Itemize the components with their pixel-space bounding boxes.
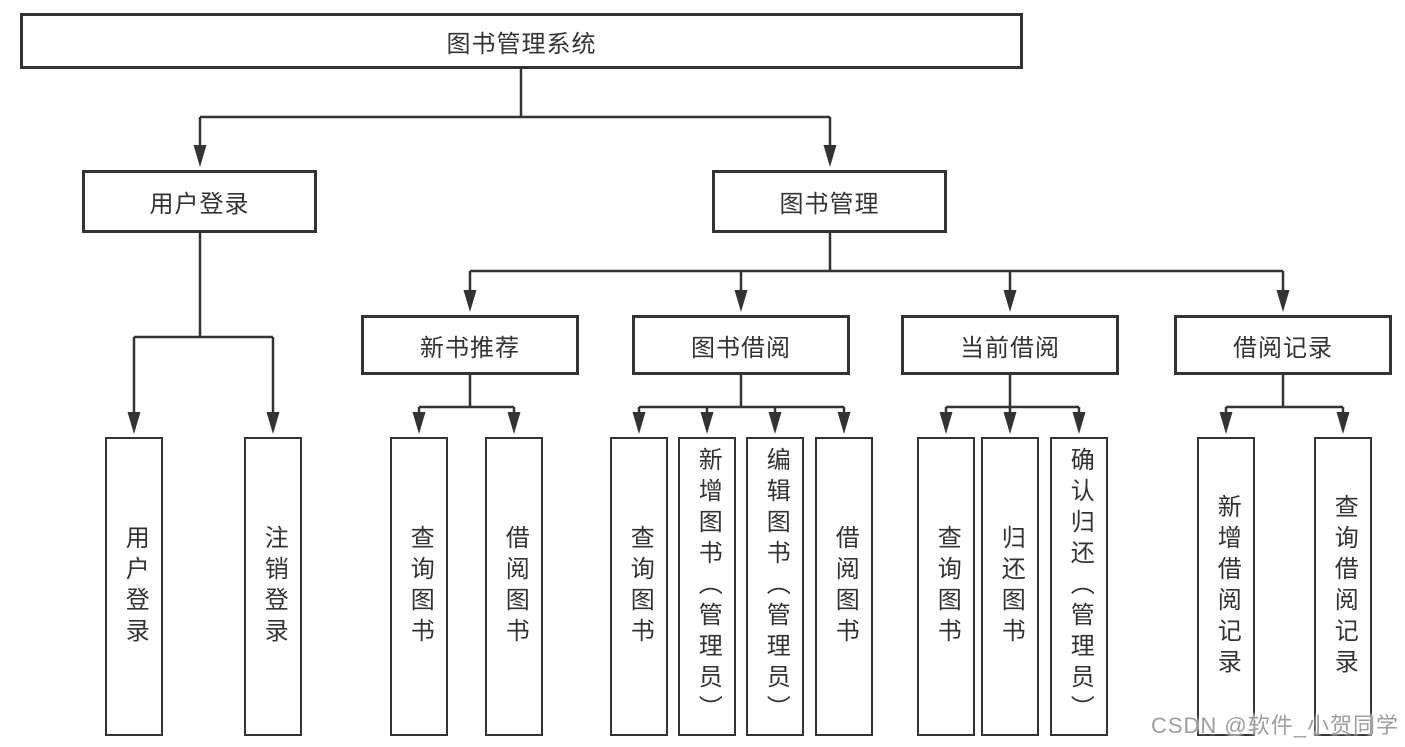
leaf-query-books-3-label: 查询图书	[933, 524, 961, 649]
node-user-login-label: 用户登录	[149, 191, 250, 218]
arrowhead-icon	[837, 412, 851, 434]
arrowhead-icon	[266, 412, 280, 434]
arrowhead-icon	[632, 412, 646, 434]
arrowhead-icon	[127, 412, 141, 434]
leaf-query-borrow-record: 查询借阅记录	[1314, 437, 1372, 736]
node-book-management-label: 图书管理	[779, 191, 880, 218]
leaf-add-borrow-record-label: 新增借阅记录	[1213, 493, 1241, 680]
leaf-edit-books-admin-label: 编辑图书（管理员）	[762, 447, 790, 726]
arrowhead-icon	[1003, 412, 1017, 434]
leaf-add-books-admin: 新增图书（管理员）	[678, 437, 736, 736]
arrowhead-icon	[1072, 412, 1086, 434]
leaf-borrow-books-2-label: 借阅图书	[831, 524, 859, 649]
arrowhead-icon	[463, 290, 477, 312]
arrowhead-icon	[1336, 412, 1350, 434]
watermark: CSDN @软件_小贺同学	[1150, 713, 1399, 738]
node-new-book-recommend: 新书推荐	[361, 315, 579, 375]
leaf-confirm-return-admin: 确认归还（管理员）	[1050, 437, 1108, 736]
node-root-label: 图书管理系统	[446, 30, 597, 58]
leaf-return-books-label: 归还图书	[997, 524, 1025, 649]
arrowhead-icon	[823, 145, 837, 167]
leaf-logout: 注销登录	[244, 437, 302, 736]
leaf-return-books: 归还图书	[981, 437, 1039, 736]
node-root: 图书管理系统	[20, 13, 1023, 69]
leaf-add-books-admin-label: 新增图书（管理员）	[694, 447, 722, 726]
leaf-query-books-3: 查询图书	[917, 437, 975, 736]
node-current-borrow: 当前借阅	[901, 315, 1119, 375]
arrowhead-icon	[412, 412, 426, 434]
node-book-borrow-label: 图书借阅	[691, 334, 791, 362]
arrowhead-icon	[1219, 412, 1233, 434]
leaf-borrow-books-1-label: 借阅图书	[501, 524, 529, 649]
node-book-borrow: 图书借阅	[632, 315, 850, 375]
leaf-logout-label: 注销登录	[260, 524, 288, 649]
leaf-confirm-return-admin-label: 确认归还（管理员）	[1066, 447, 1094, 726]
leaf-borrow-books-1: 借阅图书	[485, 437, 543, 736]
leaf-query-borrow-record-label: 查询借阅记录	[1330, 493, 1358, 680]
leaf-query-books-2: 查询图书	[610, 437, 668, 736]
leaf-borrow-books-2: 借阅图书	[815, 437, 873, 736]
leaf-query-books-2-label: 查询图书	[626, 524, 654, 649]
node-borrow-records-label: 借阅记录	[1233, 334, 1333, 362]
node-borrow-records: 借阅记录	[1174, 315, 1392, 375]
arrowhead-icon	[1276, 290, 1290, 312]
leaf-add-borrow-record: 新增借阅记录	[1197, 437, 1255, 736]
arrowhead-icon	[507, 412, 521, 434]
arrowhead-icon	[939, 412, 953, 434]
arrowhead-icon	[1003, 290, 1017, 312]
arrowhead-icon	[768, 412, 782, 434]
node-user-login: 用户登录	[82, 170, 317, 233]
node-book-management: 图书管理	[712, 170, 947, 233]
leaf-user-login-label: 用户登录	[121, 524, 149, 649]
arrowhead-icon	[734, 290, 748, 312]
leaf-edit-books-admin: 编辑图书（管理员）	[746, 437, 804, 736]
leaf-user-login: 用户登录	[105, 437, 163, 736]
arrowhead-icon	[700, 412, 714, 434]
leaf-query-books-1-label: 查询图书	[406, 524, 434, 649]
node-new-book-recommend-label: 新书推荐	[420, 334, 520, 362]
leaf-query-books-1: 查询图书	[390, 437, 448, 736]
node-current-borrow-label: 当前借阅	[960, 334, 1060, 362]
arrowhead-icon	[193, 145, 207, 167]
